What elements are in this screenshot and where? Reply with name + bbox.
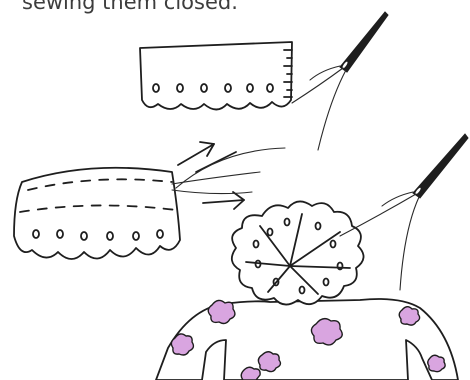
arrow-icon (203, 192, 244, 209)
needle-icon (413, 134, 468, 198)
thread-line (172, 172, 260, 184)
ruffled-collar (232, 201, 364, 304)
thread-line (400, 197, 419, 290)
scalloped-fabric-strip (140, 42, 292, 110)
needle-icon (340, 12, 388, 72)
thread-line (292, 68, 343, 103)
thread-line (318, 70, 346, 150)
thread-line (340, 194, 416, 236)
gathered-fabric-piece (14, 168, 180, 259)
thread-line (172, 190, 252, 194)
